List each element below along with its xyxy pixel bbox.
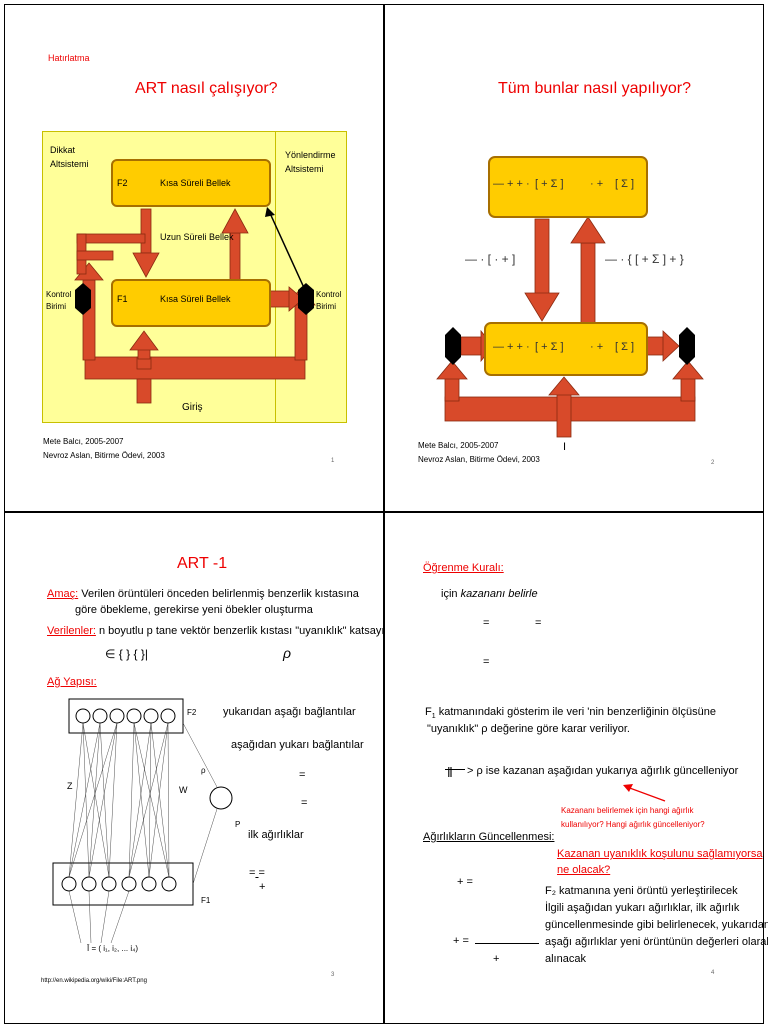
svg-text:ρ: ρ [201,766,206,775]
f1-repr-line: F1 katmanındaki gösterim ile veri 'nin b… [425,706,716,721]
answer-4: aşağı ağırlıklar yeni örüntünün değerler… [545,936,768,948]
svg-text:— + + ·: — + + · [493,341,530,353]
svg-text:F2: F2 [187,708,197,717]
f2-label: F2 [117,178,128,188]
slide-3-title: ART -1 [177,555,228,572]
svg-text:Ī = ( i₁, i₂, ... i₄): Ī = ( i₁, i₂, ... i₄) [87,944,138,953]
question-1: Kazanan uyanıklık koşulunu sağlamıyorsa [557,848,763,860]
source-url: http://en.wikipedia.org/wiki/File:ART.pn… [41,978,147,984]
svg-text:W: W [179,785,188,795]
page-number-2: 2 [711,460,715,466]
svg-text:— · { [ + Σ ] + }: — · { [ + Σ ] + } [605,252,684,266]
f2-stm-label: Kısa Süreli Bellek [160,178,231,188]
update-line: > ρ ise kazanan aşağıdan yukarıya ağırlı… [467,765,739,777]
equation-1: + = [457,876,473,888]
svg-text:P: P [235,820,240,829]
rho-symbol: ρ [283,645,292,661]
topdown-label: yukarıdan aşağı bağlantılar [223,706,356,718]
svg-text:[ Σ ]: [ Σ ] [615,341,634,353]
answer-2: İlgili aşağıdan yukarı ağırlıklar, ilk a… [545,902,740,914]
svg-text:— · [ · + ]: — · [ · + ] [465,252,515,266]
svg-text:— + + ·: — + + · [493,178,530,190]
f1-label: F1 [117,294,128,304]
slide-1-title: ART nasıl çalışıyor? [135,80,278,97]
vigilance-line: "uyanıklık" ρ değerine göre karar verili… [427,723,630,735]
svg-text:· +: · + [590,178,603,190]
norm-symbol: ‖ [447,764,453,780]
equals-4: = [535,617,542,629]
weight-update-label: Ağırlıkların Güncellenmesi: [423,831,555,843]
slide-4: Öğrenme Kuralı: için kazananı belirle = … [384,512,768,1024]
input-label: Giriş [182,402,203,413]
page-number-4: 4 [711,970,715,976]
equals-5: = [483,656,490,668]
f2-stm-box [111,159,271,207]
aim-label: Amaç: [47,588,79,600]
weight-formula: = = [249,867,265,879]
initial-weights-label: ilk ağırlıklar [248,829,304,841]
equals-2: = [301,797,308,809]
svg-text:· +: · + [590,341,603,353]
reminder-label: Hatırlatma [48,53,90,63]
aim-line: Amaç: Verilen örüntüleri önceden belirle… [47,588,359,600]
svg-text:[ + Σ ]: [ + Σ ] [535,341,564,353]
footer-source-2: Nevroz Aslan, Bitirme Ödevi, 2003 [418,455,540,464]
answer-5: alınacak [545,953,586,965]
winner-line: için kazananı belirle [441,588,538,600]
slide-2-title: Tüm bunlar nasıl yapılıyor? [498,80,691,97]
weight-formula-denom: + [259,881,266,893]
svg-text:Z: Z [67,781,73,791]
given-line: Verilenler: n boyutlu p tane vektör benz… [47,625,393,637]
given-label: Verilenler: [47,625,96,637]
answer-3: güncellenmesinde gibi belirlenecek, yuka… [545,919,768,931]
art1-network-diagram: Z W ρ P F2 F1 Ī = ( i₁, i₂, ... i₄) [52,698,240,953]
annotation-2: kullanılıyor? Hangi ağırlık güncelleniyo… [561,820,705,829]
answer-1: F₂ katmanına yeni örüntü yerleştirilecek [545,885,738,897]
annotation-arrow [623,784,666,802]
fraction-bar [445,769,465,770]
annotation-1: Kazananı belirlemek için hangi ağırlık [561,806,694,815]
svg-text:F1: F1 [201,896,211,905]
slide-2-diagram: — + + · [ + Σ ] · + [ Σ ] — + + · [ + Σ … [436,156,704,438]
slide-2: Tüm bunlar nasıl yapılıyor? [384,4,764,512]
equals-3: = [483,617,490,629]
question-2: ne olacak? [557,864,611,876]
aim-line-2: göre öbekleme, gerekirse yeni öbekler ol… [75,604,313,616]
svg-text:[ Σ ]: [ Σ ] [615,178,634,190]
footer-source: Nevroz Aslan, Bitirme Ödevi, 2003 [43,451,165,460]
learning-rule-label: Öğrenme Kuralı: [423,562,504,574]
f1-stm-box [111,279,271,327]
page-number-3: 3 [331,972,335,978]
page-number: 1 [331,458,335,464]
svg-text:[ + Σ ]: [ + Σ ] [535,178,564,190]
equation-2-denom: + [493,953,500,965]
equation-2-bar [475,943,539,944]
slide-3: ART -1 Amaç: Verilen örüntüleri önceden … [4,512,393,1024]
given-formula: ∈ { } { }| [105,647,148,661]
equation-2: + = [453,935,469,947]
equals-1: = [299,769,306,781]
input-label-i: I [563,441,567,453]
slide-1-arrows [74,207,316,404]
footer-author-2: Mete Balcı, 2005-2007 [418,441,499,450]
ltm-label: Uzun Süreli Bellek [160,232,234,242]
bottomup-label: aşağıdan yukarı bağlantılar [231,739,364,751]
structure-label: Ağ Yapısı: [47,676,97,688]
footer-author: Mete Balcı, 2005-2007 [43,437,124,446]
f1-stm-label: Kısa Süreli Bellek [160,294,231,304]
